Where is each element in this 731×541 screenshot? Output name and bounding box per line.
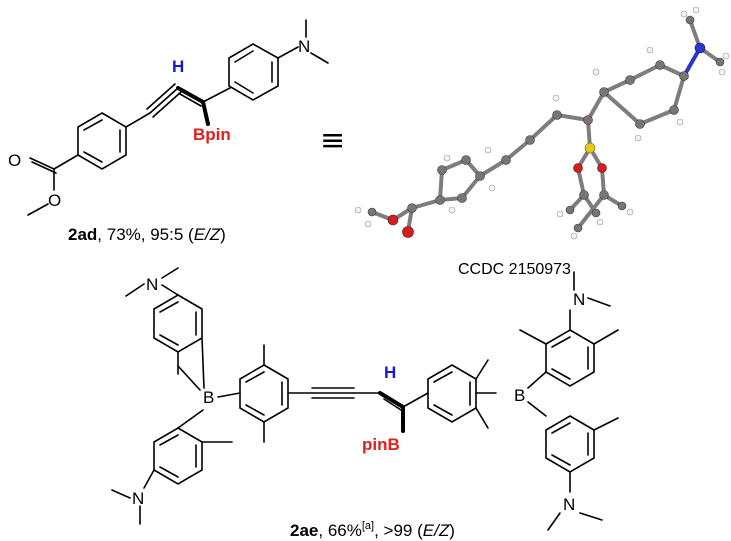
amine-nitrogen-upper-left: N xyxy=(146,275,158,294)
lower-left-aryl-ring xyxy=(153,427,203,485)
yield-ratio-2ad: , 73%, 95:5 ( xyxy=(97,225,194,244)
ester-benzene-ring xyxy=(77,112,127,170)
bpin-label: Bpin xyxy=(193,125,231,144)
central-left-ring xyxy=(239,364,289,423)
footnote-2ae: [a] xyxy=(362,520,374,532)
compound-id-2ad: 2ad xyxy=(68,225,97,244)
lower-right-aryl-ring xyxy=(545,415,595,473)
caption-2ad: 2ad, 73%, 95:5 (E/Z) xyxy=(68,225,226,244)
ccdc-number: CCDC 2150973 xyxy=(458,261,571,278)
equivalence-sign: ≡ xyxy=(320,123,345,158)
alkyne-2ad xyxy=(125,83,182,128)
methyl-ester-group xyxy=(27,154,79,216)
upper-right-aryl-ring xyxy=(545,329,595,387)
caption-close-2ad: ) xyxy=(220,225,226,244)
amine-nitrogen-lower-left: N xyxy=(132,489,144,508)
ez-label-2ad: E/Z xyxy=(194,225,221,244)
structure-2ae: N B N xyxy=(111,267,619,531)
amine-nitrogen: N xyxy=(298,37,310,56)
yield-2ae: , 66% xyxy=(318,521,361,540)
vinyl-2ad xyxy=(176,86,231,126)
ester-ether-oxygen: O xyxy=(48,191,61,210)
amine-nitrogen-upper-right: N xyxy=(573,290,585,309)
aminophenyl-ring xyxy=(228,43,279,101)
ester-carbonyl-oxygen: O xyxy=(8,151,21,170)
ez-label-2ae: E/Z xyxy=(423,521,450,540)
vinyl-hydrogen-label: H xyxy=(172,57,184,76)
caption-close-2ae: ) xyxy=(449,521,455,540)
upper-left-aryl-ring xyxy=(153,294,203,353)
boron-left: B xyxy=(203,388,214,407)
crystal-structure-image xyxy=(354,6,730,240)
central-right-ring xyxy=(427,364,477,423)
caption-2ae: 2ae, 66%[a], >99 (E/Z) xyxy=(290,520,455,540)
ratio-2ae: , >99 ( xyxy=(374,521,423,540)
structure-2ad: O O H Bpin N xyxy=(8,19,329,216)
vinyl-hydrogen-label-2ae: H xyxy=(384,363,396,382)
compound-id-2ae: 2ae xyxy=(290,521,318,540)
amine-nitrogen-lower-right: N xyxy=(563,495,575,514)
pinb-label: pinB xyxy=(362,435,400,454)
boron-right: B xyxy=(514,386,525,405)
